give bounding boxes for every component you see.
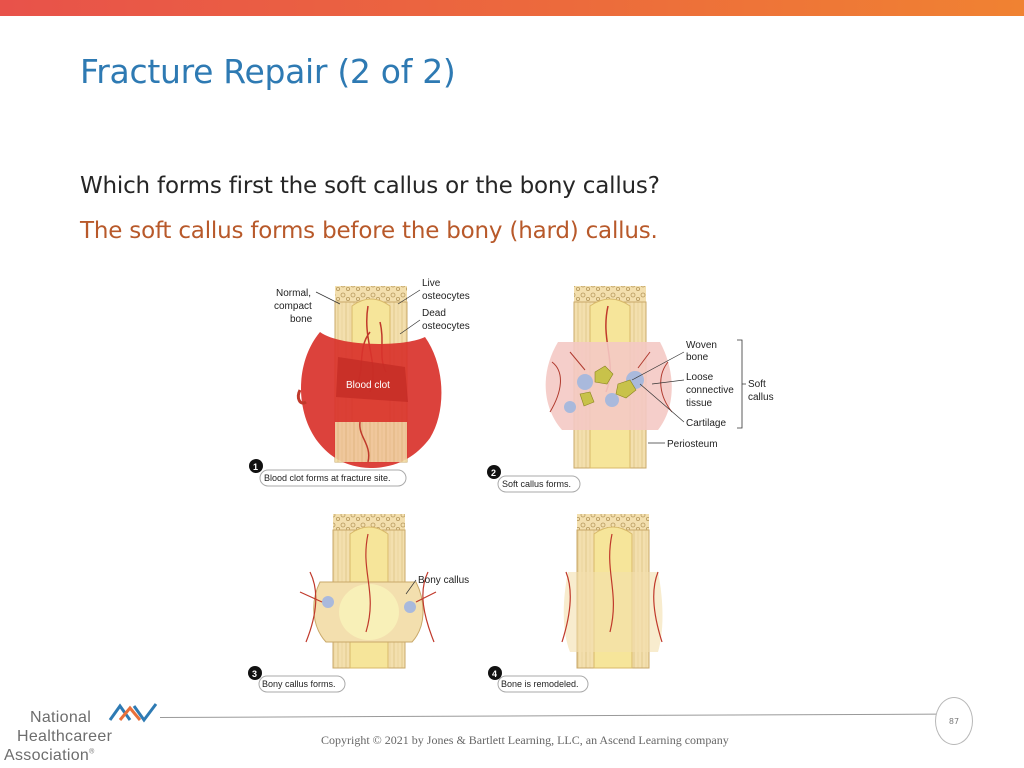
label-dead-osteocytes-2: osteocytes	[422, 321, 470, 332]
label-dead-osteocytes-1: Dead	[422, 308, 446, 319]
caption-panel-2: Soft callus forms.	[502, 479, 571, 489]
label-live-osteocytes-2: osteocytes	[422, 291, 470, 302]
step-4-number: 4	[492, 669, 497, 679]
label-soft-callus-1: Soft	[748, 379, 766, 390]
panel-2-soft-callus: Woven bone Loose connective tissue Carti…	[487, 286, 774, 493]
fracture-repair-figure: Blood clot Normal, compact bone Live ost…	[240, 272, 800, 700]
label-blood-clot: Blood clot	[346, 380, 390, 391]
label-bony-callus: Bony callus	[418, 575, 469, 586]
question-text: Which forms first the soft callus or the…	[80, 173, 660, 199]
label-woven-bone-2: bone	[686, 352, 709, 363]
label-woven-bone-1: Woven	[686, 340, 717, 351]
logo-line-association: Association®	[4, 747, 95, 765]
panel-1-blood-clot: Blood clot Normal, compact bone Live ost…	[249, 278, 470, 487]
top-accent-bar	[0, 0, 1024, 16]
logo-association-text: Association	[4, 747, 90, 764]
step-3-badge	[248, 666, 262, 680]
nha-logo: National Healthcareer Association®	[0, 700, 165, 768]
step-2-number: 2	[491, 468, 496, 478]
label-periosteum: Periosteum	[667, 439, 718, 450]
caption-panel-4: Bone is remodeled.	[501, 679, 579, 689]
answer-text: The soft callus forms before the bony (h…	[80, 218, 658, 244]
label-normal-compact-bone-2: compact	[274, 301, 312, 312]
fracture-repair-illustration: Blood clot Normal, compact bone Live ost…	[248, 278, 774, 693]
label-cartilage: Cartilage	[686, 418, 726, 429]
copyright-text: Copyright © 2021 by Jones & Bartlett Lea…	[321, 733, 729, 747]
step-4-badge	[488, 666, 502, 680]
label-loose-ct-3: tissue	[686, 398, 713, 409]
label-loose-ct-2: connective	[686, 385, 734, 396]
step-1-badge	[249, 459, 263, 473]
logo-trademark: ®	[89, 748, 95, 756]
panel-3-bony-callus: Bony callus 3 Bony callus forms.	[248, 514, 469, 693]
step-2-badge	[487, 465, 501, 479]
logo-line-healthcareer: Healthcareer	[17, 728, 113, 745]
step-1-number: 1	[253, 462, 258, 472]
label-loose-ct-1: Loose	[686, 372, 714, 383]
caption-panel-3: Bony callus forms.	[262, 679, 336, 689]
label-normal-compact-bone-1: Normal,	[276, 288, 311, 299]
footer-divider	[159, 713, 936, 718]
panel-4-remodeled: 4 Bone is remodeled.	[488, 514, 663, 693]
label-normal-compact-bone-3: bone	[290, 314, 313, 325]
page-number: 87	[935, 697, 973, 745]
caption-panel-1: Blood clot forms at fracture site.	[264, 473, 391, 483]
nha-chevron-icon	[108, 703, 158, 723]
slide-title: Fracture Repair (2 of 2)	[80, 52, 456, 91]
step-3-number: 3	[252, 669, 257, 679]
label-live-osteocytes-1: Live	[422, 278, 441, 289]
label-soft-callus-2: callus	[748, 392, 774, 403]
logo-line-national: National	[30, 709, 92, 726]
